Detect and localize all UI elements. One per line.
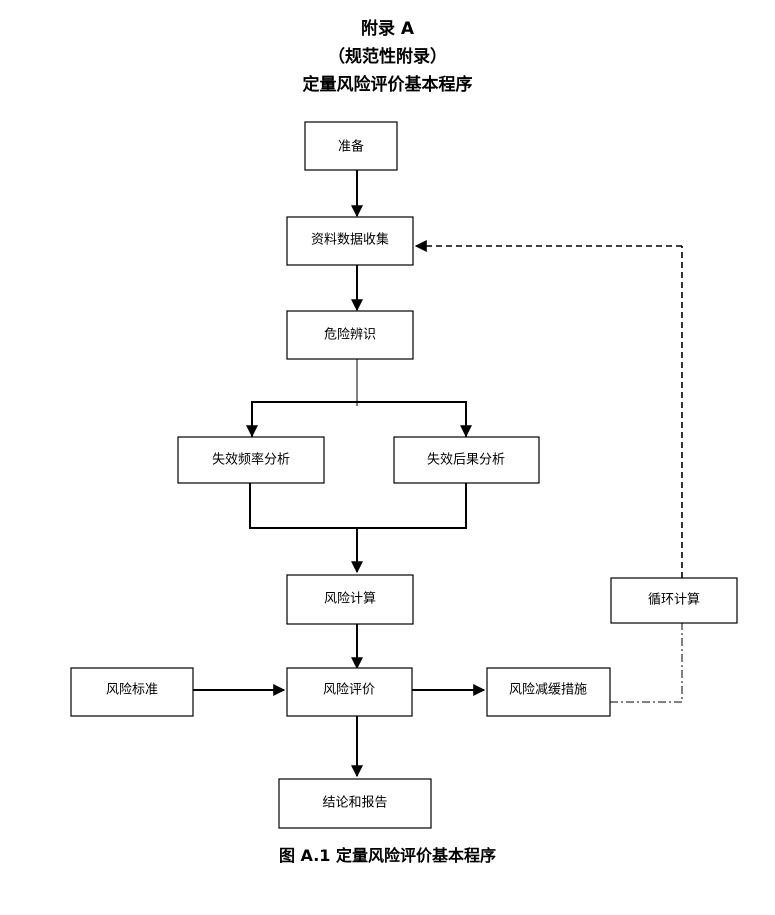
- merge-connector: [249, 483, 467, 529]
- box-hazard-identification-label: 危险辨识: [324, 328, 376, 343]
- box-loop-calculation: 循环计算: [610, 577, 738, 624]
- box-conclusion-report: 结论和报告: [278, 778, 432, 829]
- box-failure-frequency: 失效频率分析: [177, 436, 325, 484]
- box-failure-frequency-label: 失效频率分析: [212, 452, 290, 468]
- page-title: 定量风险评价基本程序: [302, 75, 473, 95]
- box-hazard-identification: 危险辨识: [286, 310, 414, 360]
- box-prepare-label: 准备: [338, 139, 364, 155]
- box-data-collection-label: 资料数据收集: [311, 232, 389, 248]
- box-risk-evaluation-label: 风险评价: [323, 683, 375, 698]
- box-conclusion-report-label: 结论和报告: [322, 796, 387, 811]
- split-connector: [251, 401, 467, 440]
- box-data-collection: 资料数据收集: [286, 216, 414, 266]
- box-risk-criteria: 风险标准: [70, 667, 194, 717]
- box-risk-criteria-label: 风险标准: [106, 683, 158, 698]
- box-risk-mitigation-label: 风险减缓措施: [509, 683, 587, 698]
- box-failure-consequence-label: 失效后果分析: [427, 453, 505, 468]
- box-risk-mitigation: 风险减缓措施: [486, 667, 611, 717]
- box-risk-calculation-label: 风险计算: [324, 592, 376, 607]
- figure-caption: 图 A.1 定量风险评价基本程序: [278, 846, 497, 865]
- box-failure-consequence: 失效后果分析: [393, 436, 540, 484]
- appendix-type: （规范性附录）: [328, 47, 447, 67]
- box-risk-calculation: 风险计算: [286, 574, 414, 625]
- box-prepare: 准备: [304, 121, 398, 171]
- box-loop-calculation-label: 循环计算: [648, 593, 700, 608]
- loop-connector-lower: [610, 623, 683, 703]
- appendix-label: 附录 A: [360, 19, 415, 39]
- box-risk-evaluation: 风险评价: [286, 667, 413, 717]
